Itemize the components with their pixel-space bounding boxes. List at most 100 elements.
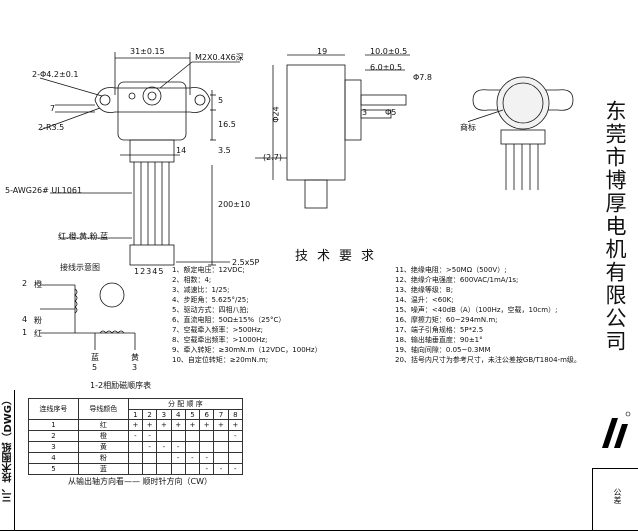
seq-cell (184, 430, 201, 442)
req-item: 16、摩擦力矩：60~294mN.m; (395, 316, 498, 324)
seq-cell (127, 463, 144, 475)
req-item: 19、轴向间隙：0.05~0.3MM (395, 346, 491, 354)
table-row: 3 黄 - - - (28, 441, 244, 453)
step-cell: 6 (199, 409, 215, 420)
row-color: 蓝 (77, 463, 129, 475)
requirements-title: 技术要求 (295, 249, 384, 264)
seq-cell (227, 452, 244, 464)
wire-5-number: 5 (92, 363, 98, 372)
header-distribution: 分 配 顺 序 (127, 398, 244, 410)
req-item: 6、直流电阻：50Ω±15%（25°C） (172, 316, 286, 324)
side-view-drawing (255, 54, 410, 209)
seq-cell: - (142, 441, 158, 453)
req-item: 5、驱动方式：四相八拍; (172, 306, 249, 314)
brand-logo (602, 411, 631, 448)
cable-length: 200±10 (218, 200, 251, 209)
step-cell: 2 (142, 409, 158, 420)
pin-numbers: 12345 (134, 267, 165, 276)
row-no: 2 (28, 430, 79, 442)
seq-cell (127, 441, 144, 453)
req-item: 3、减速比：1/25; (172, 286, 230, 294)
wire-1-number: 1 (22, 328, 28, 337)
table-header-row: 连线序号 导线颜色 分 配 顺 序 (28, 398, 244, 420)
seq-cell: + (170, 419, 186, 431)
step-cell: 8 (227, 409, 244, 420)
seq-cell (213, 452, 229, 464)
req-item: 1、额定电压：12VDC; (172, 266, 245, 274)
seq-cell (227, 441, 244, 453)
seq-cell: - (170, 452, 186, 464)
seq-cell: - (227, 463, 244, 475)
row-no: 4 (28, 452, 79, 464)
seq-cell (156, 430, 172, 442)
dim-7: 7 (50, 104, 56, 113)
dim-2-7: (2.7) (263, 153, 282, 162)
dim-phi24: Φ24 (271, 106, 281, 123)
label-view-drawing (468, 76, 574, 190)
hole-note: M2X0.4X6深 (195, 53, 244, 62)
seq-cell (170, 463, 186, 475)
row-color: 黄 (77, 441, 129, 453)
seq-cell: - (227, 430, 244, 442)
dim-3: 3 (362, 108, 368, 117)
seq-cell: - (199, 452, 215, 464)
dim-3-5: 3.5 (218, 146, 231, 155)
req-item: 11、绝缘电阻：>50MΩ（500V）; (395, 266, 507, 274)
step-cell: 3 (156, 409, 172, 420)
radius-dimension: 2-R3.5 (38, 123, 65, 132)
seq-cell: - (156, 441, 172, 453)
rotation-direction: 从输出轴方向看—— 顺时针方向（CW） (68, 477, 213, 486)
seq-cell (199, 441, 215, 453)
row-color: 橙 (77, 430, 129, 442)
seq-cell (184, 441, 201, 453)
wiring-diagram (40, 282, 136, 350)
seq-cell (170, 430, 186, 442)
seq-cell (213, 430, 229, 442)
company-name: 东莞市博厚电机有限公司 (603, 100, 627, 353)
wire-4-number: 4 (22, 315, 28, 324)
dim-19: 19 (317, 47, 328, 56)
req-item: 14、温升：<60K; (395, 296, 454, 304)
row-no: 3 (28, 441, 79, 453)
seq-cell: - (213, 463, 229, 475)
row-no: 5 (28, 463, 79, 475)
table-row: 5 蓝 - - - (28, 463, 244, 475)
table-row: 1 红 + + + + + + + + (28, 419, 244, 431)
req-item: 4、步距角：5.625°/25; (172, 296, 249, 304)
table-row: 2 橙 - - - (28, 430, 244, 442)
dim-10: 10.0±0.5 (370, 47, 408, 56)
req-item: 8、空载牵出频率：>1000Hz; (172, 336, 268, 344)
requirements-right: 11、绝缘电阻：>50MΩ（500V）; 12、绝缘介电强度：600VAC/1m… (395, 265, 581, 365)
wire-2-number: 2 (22, 279, 28, 288)
req-item: 13、绝缘等级：B; (395, 286, 454, 294)
seq-cell: + (213, 419, 229, 431)
seq-cell (142, 452, 158, 464)
dim-phi5: Φ5 (385, 108, 397, 117)
seq-cell (184, 463, 201, 475)
req-item: 7、空载牵入频率：>500Hz; (172, 326, 263, 334)
req-item: 18、输出轴垂直度：90±1° (395, 336, 483, 344)
wire-yellow-label: 黄 (131, 353, 139, 362)
seq-cell: - (170, 441, 186, 453)
wire-3-number: 3 (132, 363, 138, 372)
seq-cell: - (142, 430, 158, 442)
seq-cell (156, 452, 172, 464)
seq-cell: + (184, 419, 201, 431)
dim-14: 14 (176, 146, 187, 155)
front-view-drawing (39, 52, 240, 266)
seq-cell: + (127, 419, 144, 431)
tolerance-label: 公差 (613, 488, 622, 504)
width-dimension: 31±0.15 (130, 47, 165, 56)
seq-cell: - (184, 452, 201, 464)
req-item: 17、端子引角规格：5P*2.5 (395, 326, 484, 334)
req-item: 15、噪声：<40dB（A）（100Hz，空载，10cm）; (395, 306, 558, 314)
mount-hole-dimension: 2-Φ4.2±0.1 (32, 70, 79, 79)
req-item: 20、括号内尺寸为参考尺寸，未注公差按GB/T1804-m级。 (395, 356, 581, 364)
seq-cell (213, 441, 229, 453)
req-item: 2、相数：4; (172, 276, 212, 284)
seq-cell (142, 463, 158, 475)
step-cell: 7 (213, 409, 229, 420)
trademark-label: 商标 (460, 123, 476, 132)
requirements-left: 1、额定电压：12VDC; 2、相数：4; 3、减速比：1/25; 4、步距角：… (172, 265, 322, 365)
req-item: 9、牵入转矩：≥30mN.m（12VDC，100Hz） (172, 346, 322, 354)
